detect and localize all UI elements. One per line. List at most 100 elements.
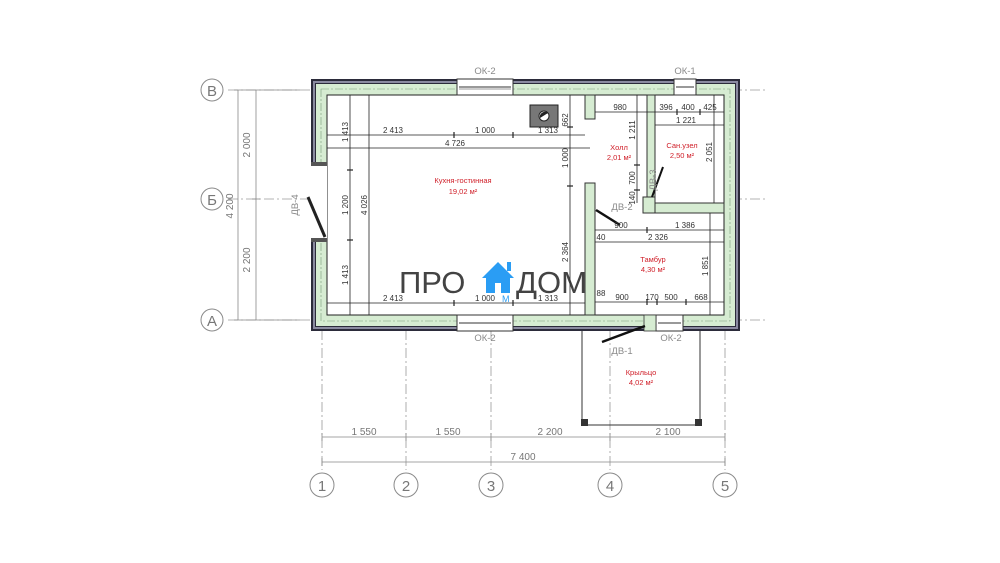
dim-wc-425: 425 xyxy=(703,103,717,112)
label-dv2: ДВ-2 xyxy=(611,202,632,213)
dim-bottom-2100: 2 100 xyxy=(655,427,680,438)
left-dimensions xyxy=(234,89,300,321)
label-dv3: ДВ-3 xyxy=(648,169,659,190)
dim-wc-1221: 1 221 xyxy=(676,116,697,125)
door-dv1[interactable] xyxy=(601,314,657,344)
svg-text:3: 3 xyxy=(487,478,495,495)
svg-text:1: 1 xyxy=(318,478,326,495)
room-vestibule: Тамбур 4,30 м² xyxy=(640,255,665,274)
svg-text:19,02 м²: 19,02 м² xyxy=(449,187,478,196)
door-dv4[interactable] xyxy=(306,162,327,242)
svg-text:4,02 м²: 4,02 м² xyxy=(629,378,654,387)
window-ok2-bottom-right[interactable] xyxy=(655,314,684,332)
svg-text:А: А xyxy=(207,313,217,330)
dim-kitchen-bot-1313: 1 313 xyxy=(538,294,559,303)
porch-post-left xyxy=(581,419,588,426)
label-ok2-top: ОК-2 xyxy=(474,66,495,77)
svg-text:Тамбур: Тамбур xyxy=(640,255,665,264)
dim-kitchen-bot-1000: 1 000 xyxy=(475,294,496,303)
dim-vest-88: 88 xyxy=(597,289,606,298)
label-dv4: ДВ-4 xyxy=(290,194,301,215)
svg-text:5: 5 xyxy=(721,478,729,495)
svg-text:Сан.узел: Сан.узел xyxy=(666,141,697,150)
axis-bubble-4: 4 xyxy=(597,472,623,498)
svg-text:2: 2 xyxy=(402,478,410,495)
stove-icon xyxy=(529,104,559,128)
axis-bubble-1: 1 xyxy=(309,472,335,498)
dim-vest-1386: 1 386 xyxy=(675,221,696,230)
svg-text:Холл: Холл xyxy=(610,143,628,152)
dim-vest-40: 40 xyxy=(597,233,606,242)
dim-kitchen-v-662: 662 xyxy=(561,113,570,127)
label-dv1: ДВ-1 xyxy=(611,346,632,357)
dim-kitchen-4726: 4 726 xyxy=(445,139,466,148)
dim-wc-400: 400 xyxy=(681,103,695,112)
svg-text:2,50 м²: 2,50 м² xyxy=(670,151,695,160)
svg-text:Крыльцо: Крыльцо xyxy=(626,368,657,377)
interior-walls xyxy=(584,94,725,316)
dim-bottom-2200: 2 200 xyxy=(537,427,562,438)
room-bathroom: Сан.узел 2,50 м² xyxy=(666,141,697,160)
dim-kitchen-v-4026: 4 026 xyxy=(360,194,369,215)
dim-hall-1211: 1 211 xyxy=(628,120,637,140)
window-ok2-bottom-left[interactable] xyxy=(456,314,514,332)
room-kitchen-living: Кухня-гостинная 19,02 м² xyxy=(434,176,491,196)
window-ok1-top[interactable] xyxy=(673,78,697,96)
dim-bottom-1550b: 1 550 xyxy=(435,427,460,438)
axis-bubble-5: 5 xyxy=(712,472,738,498)
dim-kitchen-v-1200: 1 200 xyxy=(341,194,350,215)
dim-left-2000: 2 000 xyxy=(242,132,253,157)
door-dv3[interactable] xyxy=(651,166,664,198)
dim-vest-170: 170 xyxy=(645,293,659,302)
dimension-ticks xyxy=(347,109,701,306)
dim-vest-900a: 900 xyxy=(614,221,628,230)
watermark-logo: ПРО ДОМ M xyxy=(399,262,587,304)
dim-bottom-total: 7 400 xyxy=(510,452,535,463)
dim-kitchen-top-2413: 2 413 xyxy=(383,126,404,135)
window-ok2-top[interactable] xyxy=(456,78,514,96)
dim-wc-2051: 2 051 xyxy=(705,141,714,162)
svg-text:ПРО: ПРО xyxy=(399,265,465,300)
svg-text:4,30 м²: 4,30 м² xyxy=(641,265,666,274)
dim-bottom-1550a: 1 550 xyxy=(351,427,376,438)
interior-dimension-lines xyxy=(327,95,724,315)
dim-vest-2326: 2 326 xyxy=(648,233,669,242)
label-ok1-top: ОК-1 xyxy=(674,66,695,77)
dim-kitchen-v-1413b: 1 413 xyxy=(341,264,350,285)
dim-kitchen-bot-2413: 2 413 xyxy=(383,294,404,303)
dim-hall-700: 700 xyxy=(628,171,637,185)
house-icon xyxy=(482,262,514,293)
label-ok2-bottom-right: ОК-2 xyxy=(660,333,681,344)
porch-outline xyxy=(581,328,701,426)
dim-vest-668: 668 xyxy=(694,293,708,302)
axis-bubble-v: В xyxy=(200,78,224,102)
dim-kitchen-v-1413a: 1 413 xyxy=(341,121,350,142)
dim-vest-900b: 900 xyxy=(615,293,629,302)
dim-left-4200: 4 200 xyxy=(225,193,236,218)
axis-bubble-3: 3 xyxy=(478,472,504,498)
svg-text:Кухня-гостинная: Кухня-гостинная xyxy=(434,176,491,185)
svg-text:2,01 м²: 2,01 м² xyxy=(607,153,632,162)
svg-text:В: В xyxy=(207,83,217,100)
axis-bubble-a: А xyxy=(200,308,224,332)
dim-wc-396: 396 xyxy=(659,103,673,112)
axis-bubble-2: 2 xyxy=(393,472,419,498)
room-porch: Крыльцо 4,02 м² xyxy=(626,368,657,387)
bottom-dimensions xyxy=(321,433,726,466)
svg-text:Б: Б xyxy=(207,192,217,209)
label-ok2-bottom-left: ОК-2 xyxy=(474,333,495,344)
svg-text:M: M xyxy=(502,294,510,304)
dim-kitchen-v-2364: 2 364 xyxy=(561,241,570,262)
room-hall: Холл 2,01 м² xyxy=(607,143,632,162)
dim-kitchen-v-1000: 1 000 xyxy=(561,147,570,168)
door-dv2[interactable] xyxy=(595,208,621,227)
dim-left-2200: 2 200 xyxy=(242,247,253,272)
dim-kitchen-top-1000: 1 000 xyxy=(475,126,496,135)
dim-hall-140: 140 xyxy=(628,191,637,205)
svg-text:4: 4 xyxy=(606,478,614,495)
dim-vest-500: 500 xyxy=(664,293,678,302)
porch-post-right xyxy=(695,419,702,426)
dim-vest-1851: 1 851 xyxy=(701,255,710,276)
svg-text:ДОМ: ДОМ xyxy=(516,265,587,300)
